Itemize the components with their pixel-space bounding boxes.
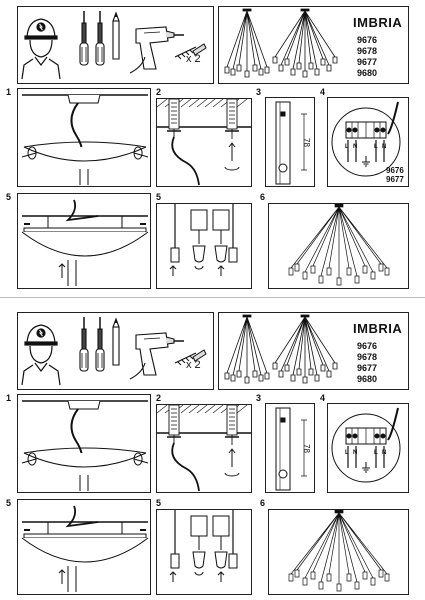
step-number: 3 bbox=[256, 393, 262, 403]
step-3-panel: 78 bbox=[265, 97, 315, 187]
terminal-label: L bbox=[345, 144, 349, 150]
cut-line bbox=[0, 297, 425, 298]
finished-chandelier bbox=[288, 204, 390, 286]
instruction-sheet-bottom: x 2 IMBRIA 9676 9678 9677 9680 1 bbox=[0, 306, 425, 596]
chandelier-large-icon bbox=[272, 8, 338, 78]
step-number: 5 bbox=[6, 498, 12, 508]
earth-icon bbox=[362, 462, 370, 473]
model-list: 9676 9678 9677 9680 bbox=[357, 35, 377, 79]
instruction-sheet-top: x 2 IMBRIA 9676 9678 9677 9680 1 bbox=[0, 0, 425, 290]
drill-icon bbox=[129, 332, 184, 380]
model-list: 9676 9678 9677 9680 bbox=[357, 341, 377, 385]
ceiling-canopy-removal bbox=[21, 400, 149, 491]
product-title: IMBRIA bbox=[353, 15, 403, 30]
tools-panel: x 2 bbox=[17, 6, 214, 84]
model-number: 9678 bbox=[357, 46, 378, 56]
mounting-bracket bbox=[275, 101, 307, 185]
quantity-label: x 2 bbox=[186, 359, 201, 371]
worker-helmet-icon bbox=[21, 324, 61, 386]
terminal-label: L bbox=[374, 144, 378, 150]
product-title: IMBRIA bbox=[353, 321, 403, 336]
terminal-label: N bbox=[382, 450, 387, 456]
step-number: 4 bbox=[320, 87, 326, 97]
step-number: 2 bbox=[156, 393, 162, 403]
terminal-label: N bbox=[353, 144, 358, 150]
model-number: 9677 bbox=[386, 175, 404, 184]
pencil-icon bbox=[112, 317, 120, 366]
step-number: 5 bbox=[156, 192, 162, 202]
worker-helmet-icon bbox=[21, 18, 61, 80]
canopy-fixing bbox=[21, 199, 149, 286]
terminal-block-detail bbox=[331, 407, 401, 483]
step-2-panel bbox=[156, 404, 252, 493]
wall-plug-screw-icon bbox=[174, 349, 207, 366]
model-list: 9676 9677 bbox=[386, 166, 404, 184]
step-number: 6 bbox=[260, 192, 266, 202]
step-5-panel bbox=[17, 193, 151, 289]
terminal-label: N bbox=[353, 450, 358, 456]
terminal-label: L bbox=[374, 450, 378, 456]
step-1-panel bbox=[17, 88, 151, 187]
step-number: 4 bbox=[320, 393, 326, 403]
screwdriver-icon bbox=[79, 317, 105, 372]
chandelier-large-icon bbox=[272, 314, 338, 384]
terminal-label: N bbox=[382, 144, 387, 150]
step-number: 1 bbox=[6, 393, 12, 403]
step-number: 2 bbox=[156, 87, 162, 97]
step-number: 6 bbox=[260, 498, 266, 508]
step-number: 3 bbox=[256, 87, 262, 97]
models-panel: IMBRIA 9676 9678 9677 9680 bbox=[218, 6, 409, 84]
model-number: 9677 bbox=[357, 57, 378, 67]
step-4-panel: L N L N bbox=[327, 403, 409, 493]
step-3-panel: 78 bbox=[265, 403, 315, 493]
step-5-bulb-panel bbox=[156, 203, 252, 289]
ceiling-drill-detail bbox=[157, 405, 251, 492]
step-number: 1 bbox=[6, 87, 12, 97]
pencil-icon bbox=[112, 11, 120, 60]
mounting-bracket bbox=[275, 407, 307, 491]
chandelier-small-icon bbox=[224, 314, 270, 384]
step-4-panel: L N L N 9676 9677 bbox=[327, 97, 409, 187]
terminal-label: L bbox=[345, 450, 349, 456]
bulb-insertion bbox=[169, 510, 238, 582]
model-number: 9676 bbox=[357, 35, 378, 45]
ceiling-drill-detail bbox=[157, 99, 251, 186]
quantity-label: x 2 bbox=[186, 53, 201, 65]
bulb-insertion bbox=[169, 204, 238, 276]
dimension-label: 78 bbox=[301, 138, 311, 147]
model-number: 9677 bbox=[357, 363, 378, 373]
model-number: 9678 bbox=[357, 352, 378, 362]
screwdriver-icon bbox=[79, 11, 105, 66]
step-5-bulb-panel bbox=[156, 509, 252, 595]
model-number: 9676 bbox=[386, 166, 404, 175]
drill-icon bbox=[129, 26, 184, 74]
model-number: 9680 bbox=[357, 374, 378, 384]
step-2-panel bbox=[156, 98, 252, 187]
finished-chandelier bbox=[288, 510, 390, 592]
wall-plug-screw-icon bbox=[174, 43, 207, 60]
dimension-label: 78 bbox=[301, 444, 311, 453]
model-number: 9680 bbox=[357, 68, 378, 78]
models-panel: IMBRIA 9676 9678 9677 9680 bbox=[218, 312, 409, 390]
earth-icon bbox=[362, 156, 370, 167]
step-number: 5 bbox=[6, 192, 12, 202]
terminal-block-detail bbox=[331, 101, 401, 177]
step-1-panel bbox=[17, 394, 151, 493]
step-5-panel bbox=[17, 499, 151, 595]
step-6-panel bbox=[268, 203, 409, 289]
tools-panel: x 2 bbox=[17, 312, 214, 390]
model-number: 9676 bbox=[357, 341, 378, 351]
step-6-panel bbox=[268, 509, 409, 595]
chandelier-small-icon bbox=[224, 8, 270, 78]
canopy-fixing bbox=[21, 505, 149, 592]
step-number: 5 bbox=[156, 498, 162, 508]
ceiling-canopy-removal bbox=[21, 94, 149, 185]
